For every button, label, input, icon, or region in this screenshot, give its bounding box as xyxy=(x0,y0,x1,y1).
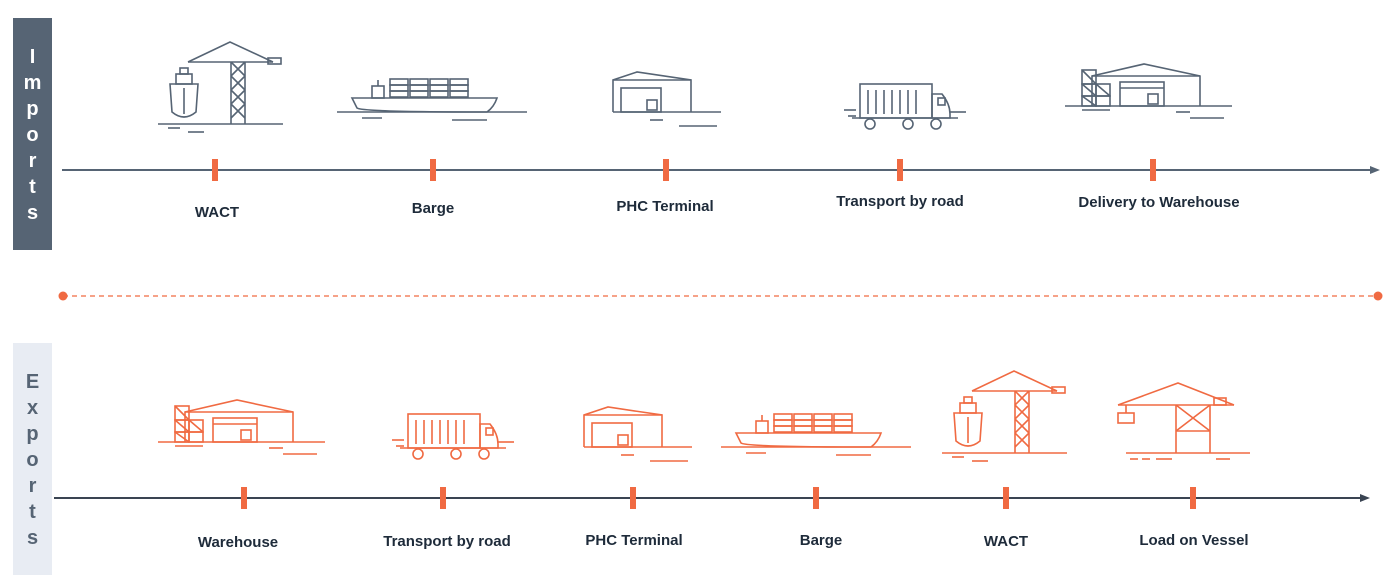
imports-title-char: p xyxy=(26,98,39,120)
exports-step-label: Warehouse xyxy=(197,534,279,551)
exports-step-tick xyxy=(630,487,636,509)
exports-title-char: o xyxy=(26,449,39,471)
imports-title-char: o xyxy=(26,124,39,146)
exports-step-tick xyxy=(813,487,819,509)
warehouse-icon xyxy=(157,399,326,455)
exports-step-label: PHC Terminal xyxy=(585,532,683,549)
imports-step-label: Delivery to Warehouse xyxy=(1078,194,1240,211)
exports-step-tick xyxy=(1003,487,1009,509)
crane-icon xyxy=(1117,382,1251,460)
imports-step-tick xyxy=(1150,159,1156,181)
exports-axis-arrow xyxy=(1360,494,1370,502)
exports-step-tick xyxy=(1190,487,1196,509)
divider-endpoint xyxy=(1373,291,1383,301)
imports-step-tick xyxy=(212,159,218,181)
imports-title-char: m xyxy=(23,72,42,94)
imports-step-tick xyxy=(663,159,669,181)
exports-title-char: p xyxy=(26,423,39,445)
divider-endpoint xyxy=(58,291,68,301)
exports-step-label: WACT xyxy=(983,533,1029,550)
exports-step-label: Load on Vessel xyxy=(1139,532,1249,549)
imports-title-char: r xyxy=(28,150,37,172)
imports-step-label: WACT xyxy=(194,204,240,221)
exports-side-banner: E x p o r t s xyxy=(13,343,52,575)
imports-side-banner: I m p o r t s xyxy=(13,18,52,250)
truck-icon xyxy=(391,413,515,460)
exports-step-tick xyxy=(440,487,446,509)
imports-title-char: t xyxy=(29,176,36,198)
imports-step-label: Transport by road xyxy=(836,193,964,210)
exports-title-char: r xyxy=(28,475,37,497)
ship-crane-icon xyxy=(941,370,1068,462)
warehouse-icon xyxy=(1064,63,1233,119)
exports-title-char: s xyxy=(26,527,39,549)
exports-step-label: Barge xyxy=(799,532,843,549)
imports-axis-arrow xyxy=(1370,166,1380,174)
exports-title-char: t xyxy=(29,501,36,523)
terminal-icon xyxy=(583,406,693,462)
imports-step-tick xyxy=(897,159,903,181)
barge-icon xyxy=(720,413,912,456)
imports-title-char: s xyxy=(26,202,39,224)
truck-icon xyxy=(843,83,967,130)
imports-step-label: Barge xyxy=(411,200,455,217)
barge-icon xyxy=(336,78,528,121)
exports-step-tick xyxy=(241,487,247,509)
imports-title-char: I xyxy=(29,46,36,68)
imports-step-tick xyxy=(430,159,436,181)
imports-step-label: PHC Terminal xyxy=(616,198,714,215)
exports-title-char: x xyxy=(26,397,39,419)
terminal-icon xyxy=(612,71,722,127)
exports-title-char: E xyxy=(25,371,40,393)
ship-crane-icon xyxy=(157,41,284,133)
exports-step-label: Transport by road xyxy=(383,533,511,550)
